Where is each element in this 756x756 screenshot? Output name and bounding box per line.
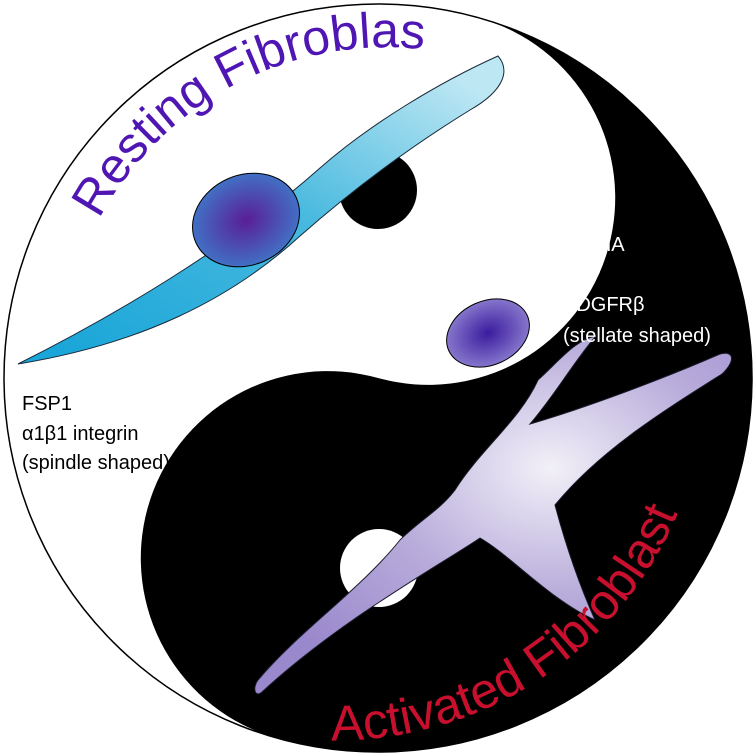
yin-yang-dark-half [140, 17, 753, 753]
activated-fibroblast-cell [254, 298, 732, 695]
resting-markers: FSP1 α1β1 integrin (spindle shaped) [22, 393, 170, 474]
activated-marker-pdgfrb: PDGFRβ [563, 294, 645, 316]
resting-marker-shape: (spindle shaped) [22, 452, 170, 474]
activated-cell-body [254, 335, 732, 695]
resting-marker-fsp1: FSP1 [22, 393, 72, 415]
activated-marker-shape: (stellate shaped) [563, 325, 711, 347]
resting-cell-nucleus [192, 172, 300, 268]
activated-cell-nucleus [446, 298, 530, 368]
activated-markers: α-SMA FAP PDGFRβ (stellate shaped) [563, 234, 711, 347]
resting-marker-integrin: α1β1 integrin [22, 423, 138, 445]
activated-marker-asma: α-SMA [563, 234, 625, 256]
activated-marker-fap: FAP [563, 264, 601, 286]
resting-fibroblast-cell [17, 55, 505, 365]
